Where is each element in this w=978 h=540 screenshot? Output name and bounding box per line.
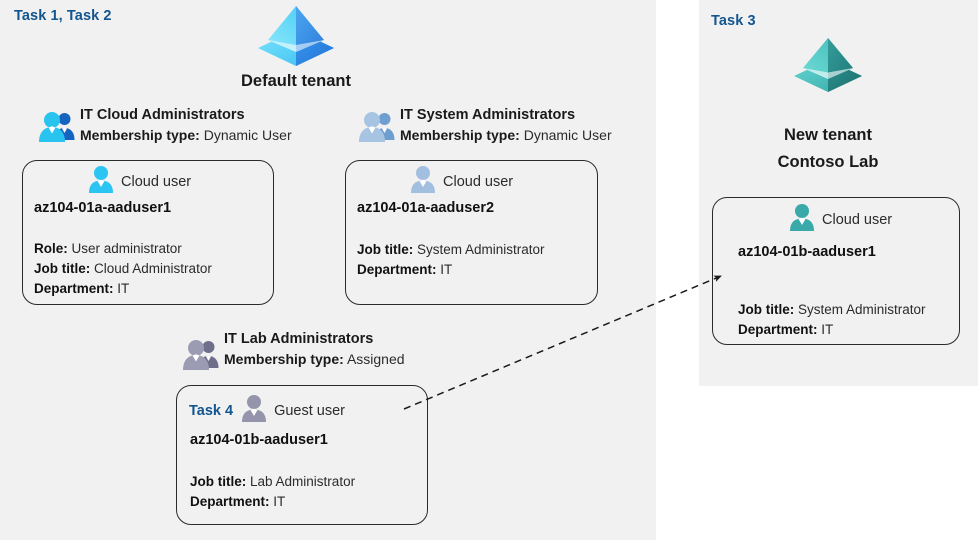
attr-department-label-3: Department: [190, 494, 270, 509]
task-label-1-2: Task 1, Task 2 [14, 8, 112, 24]
attr-job-title-value-3: Lab Administrator [250, 474, 356, 489]
attributes-contoso-aaduser1: Job title: System Administrator Departme… [738, 300, 926, 340]
attr-department-4: Department: IT [738, 320, 926, 340]
username-contoso-aaduser1: az104-01b-aaduser1 [738, 244, 876, 260]
attr-job-title-label: Job title: [34, 261, 91, 276]
user-card-az104-01a-aaduser1[interactable] [22, 160, 274, 305]
attr-department: Department: IT [34, 279, 212, 299]
group-membership-system-admins: Membership type: Dynamic User [400, 125, 612, 145]
username-aaduser1: az104-01a-aaduser1 [34, 200, 172, 216]
guest-user-icon [241, 394, 267, 427]
cloud-user-icon-aaduser2 [410, 165, 436, 198]
username-guest-aaduser1: az104-01b-aaduser1 [190, 432, 328, 448]
attr-role: Role: User administrator [34, 239, 212, 259]
group-membership-cloud-admins: Membership type: Dynamic User [80, 125, 292, 145]
user-type-row-aaduser2: Cloud user [410, 165, 513, 198]
attr-job-title: Job title: Cloud Administrator [34, 259, 212, 279]
user-card-az104-01b-aaduser1-cloud[interactable] [712, 197, 960, 345]
user-type-label-guest: Guest user [274, 402, 345, 419]
group-header-system-admins: IT System Administrators Membership type… [400, 106, 612, 145]
group-name-system-admins: IT System Administrators [400, 107, 576, 123]
azure-ad-tenant-icon-default [254, 4, 338, 68]
attributes-aaduser1: Role: User administrator Job title: Clou… [34, 239, 212, 299]
task-label-4: Task 4 [189, 402, 234, 419]
attr-job-title-4: Job title: System Administrator [738, 300, 926, 320]
attr-job-title-label-3: Job title: [190, 474, 247, 489]
new-tenant-title-line2: Contoso Lab [777, 153, 879, 171]
attr-job-title-2: Job title: System Administrator [357, 240, 545, 260]
attributes-guest-aaduser1: Job title: Lab Administrator Department:… [190, 472, 355, 512]
attr-job-title-value-4: System Administrator [798, 302, 926, 317]
attr-department-label-4: Department: [738, 322, 818, 337]
membership-type-label-3: Membership type: [224, 351, 344, 367]
attr-department-value-2: IT [440, 262, 453, 277]
attr-department-value-3: IT [273, 494, 286, 509]
new-tenant-title-line1: New tenant [783, 126, 872, 144]
attr-role-value: User administrator [71, 241, 182, 256]
users-group-icon-system-admins [358, 108, 398, 142]
user-card-az104-01b-aaduser1-guest[interactable] [176, 385, 428, 525]
group-name-cloud-admins: IT Cloud Administrators [80, 107, 245, 123]
group-header-cloud-admins: IT Cloud Administrators Membership type:… [80, 106, 292, 145]
user-type-label-contoso: Cloud user [822, 211, 893, 228]
default-tenant-title: Default tenant [240, 72, 351, 90]
attr-job-title-value-2: System Administrator [417, 242, 545, 257]
username-aaduser2: az104-01a-aaduser2 [357, 200, 495, 216]
user-type-row-guest: Task 4 Guest user [189, 394, 345, 427]
attr-department-label: Department: [34, 281, 114, 296]
attr-job-title-value: Cloud Administrator [94, 261, 212, 276]
attr-job-title-3: Job title: Lab Administrator [190, 472, 355, 492]
cloud-user-icon-aaduser1 [88, 165, 114, 198]
task-label-3: Task 3 [711, 13, 756, 29]
attr-department-3: Department: IT [190, 492, 355, 512]
attributes-aaduser2: Job title: System Administrator Departme… [357, 240, 545, 280]
membership-type-value-3: Assigned [346, 351, 405, 367]
group-header-lab-admins: IT Lab Administrators Membership type: A… [224, 330, 405, 369]
attr-role-label: Role: [34, 241, 68, 256]
group-membership-lab-admins: Membership type: Assigned [224, 349, 405, 369]
membership-type-label-2: Membership type: [400, 127, 520, 143]
attr-department-2: Department: IT [357, 260, 545, 280]
azure-ad-tenant-icon-contoso [790, 36, 866, 94]
cloud-user-icon-contoso [789, 203, 815, 236]
membership-type-label: Membership type: [80, 127, 200, 143]
membership-type-value: Dynamic User [203, 127, 292, 143]
membership-type-value-2: Dynamic User [523, 127, 612, 143]
default-tenant-panel [0, 0, 656, 540]
user-type-label-aaduser2: Cloud user [443, 173, 514, 190]
user-type-row-contoso-user: Cloud user [789, 203, 892, 236]
users-group-icon-lab-admins [182, 336, 222, 370]
group-name-lab-admins: IT Lab Administrators [224, 331, 374, 347]
attr-department-value: IT [117, 281, 130, 296]
users-group-icon-cloud-admins [38, 108, 78, 142]
attr-job-title-label-4: Job title: [738, 302, 795, 317]
attr-department-value-4: IT [821, 322, 834, 337]
user-type-label-aaduser1: Cloud user [121, 173, 192, 190]
attr-department-label-2: Department: [357, 262, 437, 277]
user-type-row-aaduser1: Cloud user [88, 165, 191, 198]
attr-job-title-label-2: Job title: [357, 242, 414, 257]
